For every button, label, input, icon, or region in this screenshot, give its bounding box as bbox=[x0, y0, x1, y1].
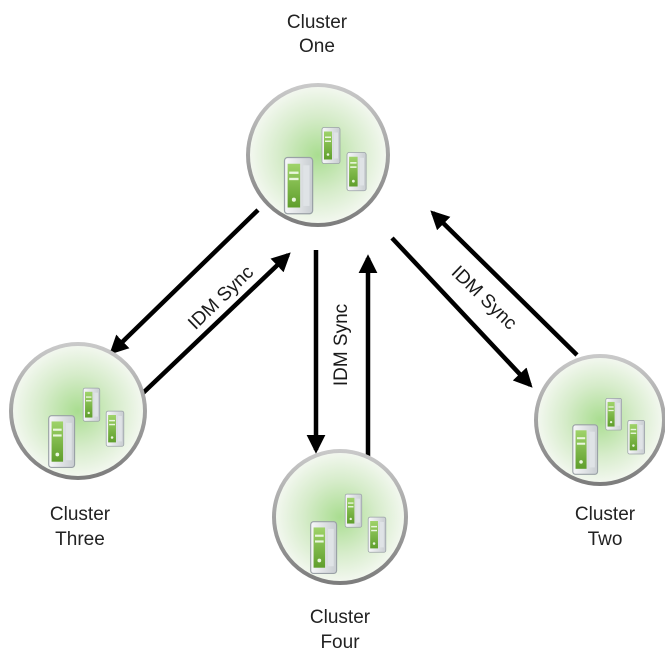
cluster-four-label-line1: Cluster bbox=[310, 607, 371, 628]
arrow-three-to-one bbox=[141, 252, 291, 395]
cluster-four-label-line2: Four bbox=[320, 632, 360, 653]
sync-arrows bbox=[109, 208, 579, 465]
cluster-one-label-line1: Cluster bbox=[287, 12, 348, 33]
cluster-two-node bbox=[534, 354, 665, 486]
sync-label-center: IDM Sync bbox=[331, 304, 352, 386]
cluster-four-node bbox=[272, 449, 408, 585]
cluster-one-node bbox=[246, 83, 390, 227]
arrow-one-to-two bbox=[390, 236, 533, 388]
cluster-three-node bbox=[9, 342, 147, 480]
sync-label-right: IDM Sync bbox=[447, 262, 521, 334]
cluster-three-label-line2: Three bbox=[55, 529, 105, 550]
arrow-two-to-one bbox=[430, 210, 579, 357]
cluster-two-label-line1: Cluster bbox=[575, 504, 636, 525]
cluster-one-label-line2: One bbox=[299, 36, 335, 57]
cluster-two-label-line2: Two bbox=[588, 529, 623, 550]
arrow-one-to-three bbox=[109, 208, 260, 355]
cluster-three-label-line1: Cluster bbox=[50, 504, 111, 525]
